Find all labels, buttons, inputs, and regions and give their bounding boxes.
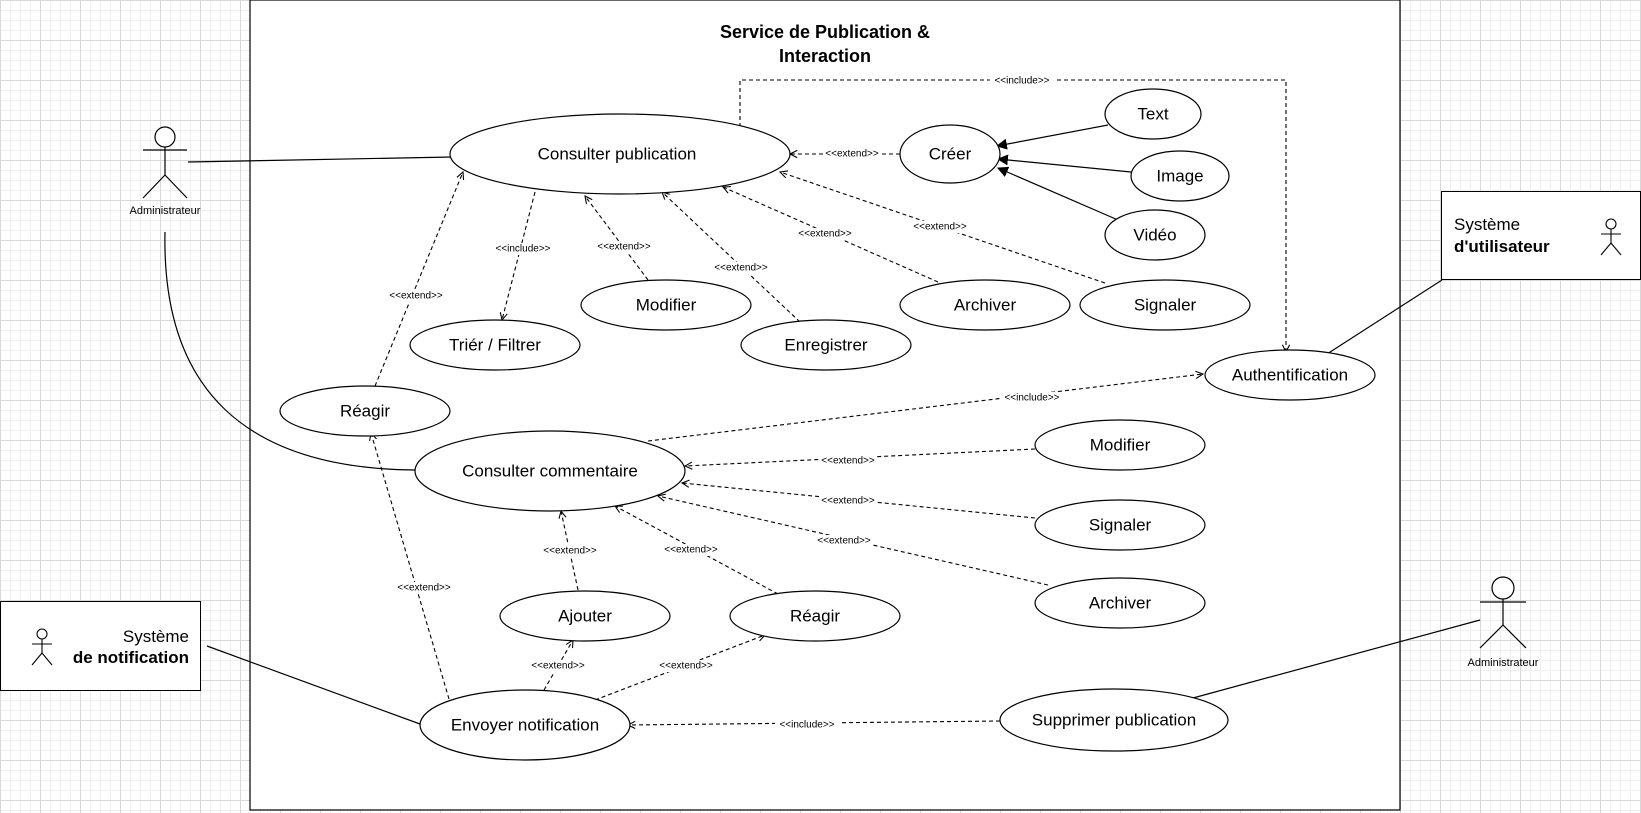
extend-archiver-com [658, 496, 1049, 586]
use-case-creer[interactable]: Créer [899, 124, 1001, 184]
label-include-supprimer: <<include>> [779, 720, 834, 731]
use-case-label: Modifier [1090, 436, 1151, 455]
use-case-label: Réagir [340, 402, 390, 421]
use-case-modifier-commentaire[interactable]: Modifier [1034, 419, 1206, 471]
use-case-signaler-publication[interactable]: Signaler [1079, 279, 1251, 331]
include-consulter-pub-auth [739, 79, 1286, 352]
include-consulter-com-auth [647, 374, 1203, 442]
assoc-admin-consulter-commentaire [164, 231, 416, 471]
use-case-ajouter[interactable]: Ajouter [499, 590, 671, 642]
use-case-label: Image [1156, 167, 1203, 186]
assoc-admin-consulter-publication [187, 156, 453, 163]
label-extend-archiver-pub: <<extend>> [798, 229, 852, 240]
label-extend-ajouter: <<extend>> [543, 546, 597, 557]
use-case-text[interactable]: Text [1104, 88, 1202, 140]
use-case-label: Triér / Filtrer [449, 336, 541, 355]
label-extend-modifier-com: <<extend>> [821, 456, 875, 467]
use-case-video[interactable]: Vidéo [1104, 209, 1206, 261]
actor-icon [31, 628, 53, 666]
gen-video-creer [996, 166, 1119, 221]
use-case-label: Signaler [1089, 516, 1152, 535]
use-case-label: Modifier [636, 296, 697, 315]
extend-modifier-pub [585, 196, 649, 281]
external-system-line2: de notification [72, 648, 189, 667]
use-case-label: Signaler [1134, 296, 1197, 315]
label-extend-reagir-com: <<extend>> [664, 545, 718, 556]
use-case-label: Envoyer notification [451, 716, 599, 735]
use-case-consulter-commentaire[interactable]: Consulter commentaire [414, 430, 686, 512]
gen-text-creer [995, 124, 1109, 150]
use-case-consulter-publication[interactable]: Consulter publication [449, 113, 791, 195]
use-case-image[interactable]: Image [1130, 150, 1230, 202]
external-system-line1: Système [122, 627, 189, 646]
actor-administrateur-right[interactable]: Administrateur [1468, 576, 1539, 669]
actor-administrateur-left[interactable]: Administrateur [130, 126, 201, 217]
actor-label: Administrateur [1468, 657, 1539, 669]
external-system-utilisateur[interactable]: Système d'utilisateur [1441, 191, 1641, 280]
gen-image-creer [996, 154, 1132, 173]
use-case-label: Créer [929, 145, 972, 164]
extend-enregistrer [662, 192, 801, 323]
external-system-line1: Système [1454, 215, 1521, 234]
use-case-enregistrer[interactable]: Enregistrer [740, 319, 912, 371]
label-extend-notif-ajouter: <<extend>> [531, 661, 585, 672]
extend-reagir-pub [374, 172, 463, 387]
assoc-user-system-auth [1326, 279, 1443, 355]
assoc-notif-system-envoyer [206, 645, 421, 725]
use-case-reagir-commentaire[interactable]: Réagir [729, 590, 901, 642]
label-extend-signaler-com: <<extend>> [821, 496, 875, 507]
actor-head-icon [1491, 576, 1515, 600]
use-case-label: Archiver [954, 296, 1017, 315]
use-case-label: Réagir [790, 607, 840, 626]
use-case-supprimer-publication[interactable]: Supprimer publication [999, 688, 1229, 752]
label-extend-modifier-pub: <<extend>> [597, 242, 651, 253]
actor-head-icon [154, 126, 176, 148]
use-case-label: Consulter commentaire [462, 462, 638, 481]
include-consulter-pub-trier [502, 191, 536, 320]
label-extend-reagir-pub: <<extend>> [389, 291, 443, 302]
use-case-label: Supprimer publication [1032, 711, 1196, 730]
actor-icon [1600, 218, 1622, 256]
use-case-label: Authentification [1232, 366, 1348, 385]
label-extend-notif-reagir-com: <<extend>> [659, 661, 713, 672]
actor-label: Administrateur [130, 205, 201, 217]
external-system-notification[interactable]: Système de notification [0, 601, 201, 691]
system-title-line1: Service de Publication & [720, 22, 930, 42]
label-extend-archiver-com: <<extend>> [817, 536, 871, 547]
system-title-line2: Interaction [779, 46, 871, 66]
use-case-label: Enregistrer [784, 336, 867, 355]
use-case-envoyer-notification[interactable]: Envoyer notification [419, 689, 631, 761]
use-case-authentification[interactable]: Authentification [1204, 349, 1376, 401]
use-case-label: Consulter publication [538, 145, 697, 164]
label-include-auth-top: <<include>> [994, 76, 1049, 87]
label-include-auth-com: <<include>> [1004, 393, 1059, 404]
use-case-reagir-publication[interactable]: Réagir [279, 385, 451, 437]
extend-notif-reagir-pub [371, 433, 450, 700]
external-system-line2: d'utilisateur [1454, 237, 1550, 256]
label-extend-creer: <<extend>> [825, 149, 879, 160]
use-case-archiver-commentaire[interactable]: Archiver [1034, 577, 1206, 629]
include-supprimer-envoyer [628, 720, 1001, 725]
use-case-trier-filtrer[interactable]: Triér / Filtrer [409, 319, 581, 371]
label-extend-notif-reagir-pub: <<extend>> [397, 583, 451, 594]
use-case-archiver-publication[interactable]: Archiver [899, 279, 1071, 331]
use-case-modifier-publication[interactable]: Modifier [580, 279, 752, 331]
label-extend-enregistrer: <<extend>> [714, 263, 768, 274]
use-case-label: Ajouter [558, 607, 612, 626]
use-case-label: Text [1137, 105, 1168, 124]
use-case-label: Vidéo [1133, 226, 1176, 245]
assoc-admin-right-supprimer [1192, 619, 1481, 699]
use-case-signaler-commentaire[interactable]: Signaler [1034, 499, 1206, 551]
use-case-label: Archiver [1089, 594, 1152, 613]
label-extend-signaler-pub: <<extend>> [913, 222, 967, 233]
label-include-trier: <<include>> [495, 244, 550, 255]
